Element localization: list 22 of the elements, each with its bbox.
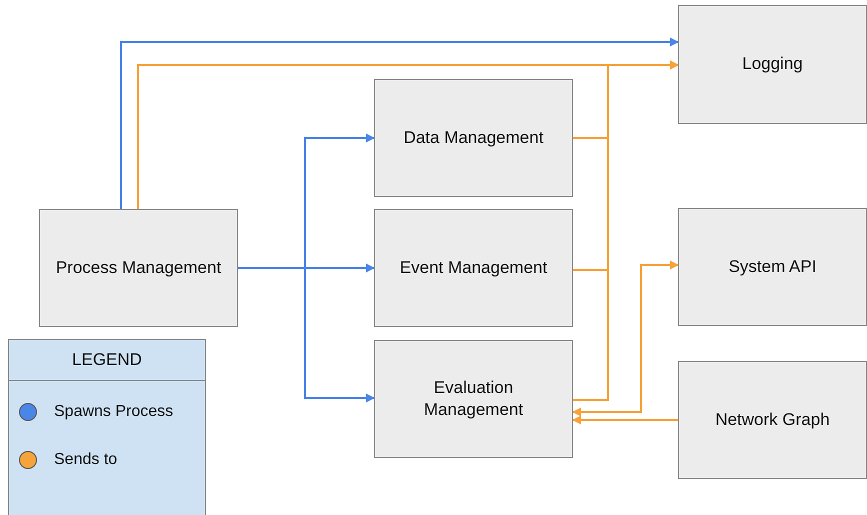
box-label: Evaluation Management <box>422 376 524 421</box>
box-label: Process Management <box>54 256 222 279</box>
box-label: Event Management <box>398 256 548 279</box>
connector-arrow <box>238 267 375 402</box>
box-label: Network Graph <box>714 408 831 431</box>
connector-arrow <box>573 60 679 401</box>
process-box <box>678 5 867 124</box>
connector-arrow <box>572 260 679 416</box>
legend-text: Spawns Process <box>54 402 174 420</box>
process-box <box>374 79 573 197</box>
legend-text: Sends to <box>54 450 118 468</box>
process-box <box>374 209 573 327</box>
box-label: Data Management <box>402 126 544 149</box>
legend-title: LEGEND <box>72 350 142 370</box>
box-label: Logging <box>741 53 804 76</box>
connector-arrow <box>572 416 678 424</box>
process-box <box>374 340 573 458</box>
process-box <box>39 209 238 327</box>
box-label: System API <box>728 256 818 278</box>
process-box <box>678 361 867 479</box>
connector-arrow <box>120 38 679 209</box>
process-box <box>678 208 867 326</box>
